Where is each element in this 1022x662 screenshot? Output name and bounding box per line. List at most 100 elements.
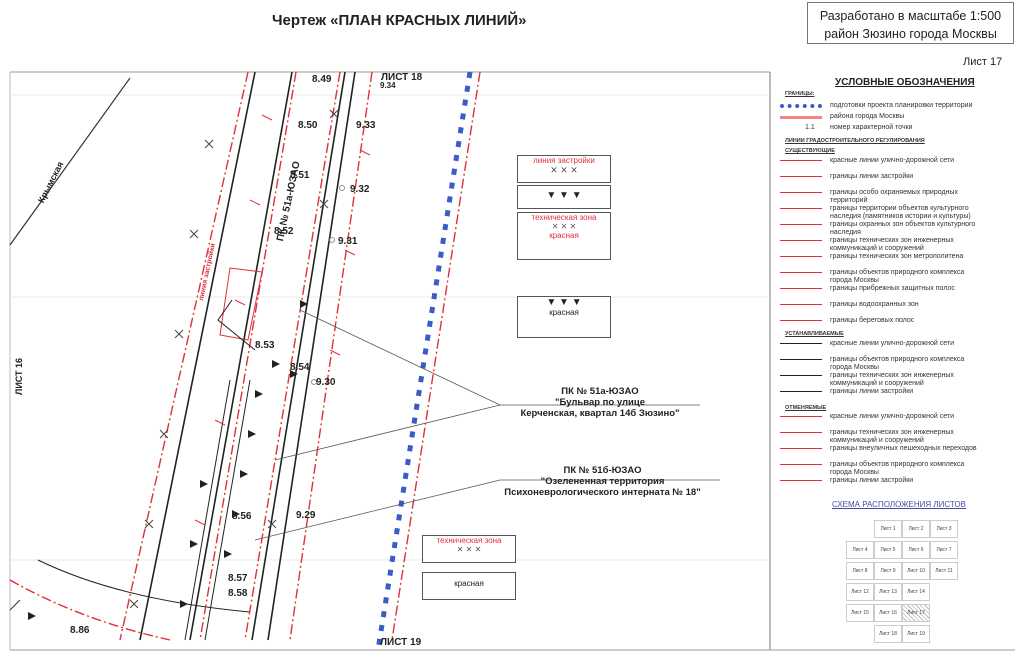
point-label: 8.52 xyxy=(274,226,294,237)
legend-section: ГРАНИЦЫ: xyxy=(785,91,815,97)
callout-a-line2: Керченская, квартал 14б Зюзино" xyxy=(520,408,680,419)
legend-section: ЛИНИИ ГРАДОСТРОИТЕЛЬНОГО РЕГУЛИРОВАНИЯ xyxy=(785,138,925,144)
legend-symbol xyxy=(780,391,822,392)
point-label: 8.57 xyxy=(228,573,248,584)
scheme-cell: Лист 18 xyxy=(874,625,902,643)
legend-symbol xyxy=(780,288,822,289)
scheme-cell: Лист 4 xyxy=(846,541,874,559)
legend-title: УСЛОВНЫЕ ОБОЗНАЧЕНИЯ xyxy=(835,77,975,88)
legend-item: границы объектов природного комплекса го… xyxy=(830,461,965,476)
legend-symbol xyxy=(780,359,822,360)
scale-box: Разработано в масштабе 1:500 район Зюзин… xyxy=(807,2,1014,44)
callout-a-line1: "Бульвар по улице xyxy=(554,397,646,408)
legend-item: границы линии застройки xyxy=(830,477,914,484)
point-label: 8.58 xyxy=(228,588,248,599)
tech-zone-text: техническая зона xyxy=(436,536,502,545)
scheme-cell: Лист 8 xyxy=(846,562,874,580)
sample-tech-zone-2: техническая зона ✕ ✕ ✕ xyxy=(422,535,516,563)
point-label: 8.51 xyxy=(290,170,310,181)
legend-item: границы технических зон метрополитена xyxy=(830,253,964,260)
legend-section: ОТМЕНЯЕМЫЕ xyxy=(785,405,827,411)
legend-symbol xyxy=(780,116,822,119)
sample-build-line-text: линия застройки xyxy=(533,156,595,165)
sample-triangles: ▼ ▼ ▼ xyxy=(517,185,611,209)
legend-item: границы линии застройки xyxy=(830,173,914,180)
scheme-cell: Лист 6 xyxy=(902,541,930,559)
legend-symbol xyxy=(780,448,822,449)
sample-red-line: ▼ ▼ ▼ красная xyxy=(517,296,611,338)
scheme-cell: Лист 14 xyxy=(902,583,930,601)
legend-symbol xyxy=(780,224,822,225)
sample-tech-zone: техническая зона ✕ ✕ ✕ красная xyxy=(517,212,611,260)
callout-a-title: ПК № 51а-ЮЗАО xyxy=(561,386,639,397)
scheme-cell: Лист 17 xyxy=(902,604,930,622)
district-line: район Зюзино города Москвы xyxy=(824,27,997,41)
point-label: 8.50 xyxy=(298,120,318,131)
legend-symbol xyxy=(780,208,822,209)
callout-b-line2: Психоневрологического интерната № 18" xyxy=(504,487,701,498)
x-marks: ✕ ✕ ✕ xyxy=(550,165,578,175)
legend-symbol xyxy=(780,464,822,465)
callout-b-title: ПК № 51б-ЮЗАО xyxy=(563,465,642,476)
red-line-text: красная xyxy=(454,579,484,588)
scheme-cell: Лист 3 xyxy=(930,520,958,538)
street-line xyxy=(9,77,131,246)
sample-build-line: линия застройки ✕ ✕ ✕ xyxy=(517,155,611,183)
legend-symbol xyxy=(780,192,822,193)
legend-item: границы технических зон инженерных комму… xyxy=(830,429,954,444)
sample-red-line-2: красная xyxy=(422,572,516,600)
sheet-top-label: ЛИСТ 18 xyxy=(381,72,423,83)
scheme-cell: Лист 1 xyxy=(874,520,902,538)
point-label: 8.49 xyxy=(312,74,332,85)
red-line-text: красная xyxy=(549,308,579,317)
legend-section: УСТАНАВЛИВАЕМЫЕ xyxy=(785,331,844,337)
legend-item: района города Москвы xyxy=(830,113,905,120)
x-marks: ✕ ✕ ✕ xyxy=(456,545,482,554)
legend-symbol xyxy=(780,432,822,433)
legend-item: границы линии застройки xyxy=(830,388,914,395)
legend-symbol xyxy=(780,256,822,257)
triangle-marks: ▼ ▼ ▼ xyxy=(546,297,582,308)
callout-a: ПК № 51а-ЮЗАО "Бульвар по улице Керченск… xyxy=(515,386,685,419)
point-label: 9.29 xyxy=(296,510,316,521)
legend-item: границы внеуличных пешеходных переходов xyxy=(830,445,977,452)
legend-symbol xyxy=(780,176,822,177)
legend-item: границы прибрежных защитных полос xyxy=(830,285,955,292)
point-label: 8.53 xyxy=(255,340,275,351)
tech-zone-text: техническая зона xyxy=(531,213,597,222)
callout-b-line1: "Озелененная территория xyxy=(540,476,665,487)
scale-line: Разработано в масштабе 1:500 xyxy=(819,9,1002,23)
legend-item: границы технических зон инженерных комму… xyxy=(830,372,954,387)
legend-section: СУЩЕСТВУЮЩИЕ xyxy=(785,148,835,154)
legend-symbol xyxy=(780,320,822,321)
point-label: 9.32 xyxy=(350,184,370,195)
point-label: 8.86 xyxy=(70,625,90,636)
legend-symbol xyxy=(780,160,822,161)
point-label: 8.54 xyxy=(290,362,310,373)
scheme-cell: Лист 5 xyxy=(874,541,902,559)
legend-item: границы охранных зон объектов культурног… xyxy=(830,221,976,236)
scheme-cell: Лист 15 xyxy=(846,604,874,622)
point-label: 9.31 xyxy=(338,236,358,247)
x-marks: ✕ ✕ ✕ xyxy=(551,222,577,231)
red-line-text: красная xyxy=(549,231,579,240)
callout-b: ПК № 51б-ЮЗАО "Озелененная территория Пс… xyxy=(495,465,710,498)
legend-symbol xyxy=(780,375,822,376)
legend-item: подготовки проекта планировки территории xyxy=(830,102,973,109)
legend-item: границы территории объектов культурного … xyxy=(830,205,971,220)
legend-item: границы береговых полос xyxy=(830,317,915,324)
legend-item: границы водоохранных зон xyxy=(830,301,919,308)
legend-item: границы особо охраняемых природных терри… xyxy=(830,189,958,204)
scheme-cell: Лист 11 xyxy=(930,562,958,580)
scheme-cell: Лист 7 xyxy=(930,541,958,559)
sheet-number: Лист 17 xyxy=(963,56,1003,68)
point-label: 9.33 xyxy=(356,120,376,131)
scheme-cell: Лист 2 xyxy=(902,520,930,538)
point-sample: 1.1 xyxy=(805,124,815,131)
legend-item: красные линии улично-дорожной сети xyxy=(830,413,955,420)
legend-symbol xyxy=(780,272,822,273)
drawing-title: Чертеж «ПЛАН КРАСНЫХ ЛИНИЙ» xyxy=(272,12,527,29)
point-label: 9.30 xyxy=(316,377,336,388)
legend-symbol xyxy=(780,304,822,305)
